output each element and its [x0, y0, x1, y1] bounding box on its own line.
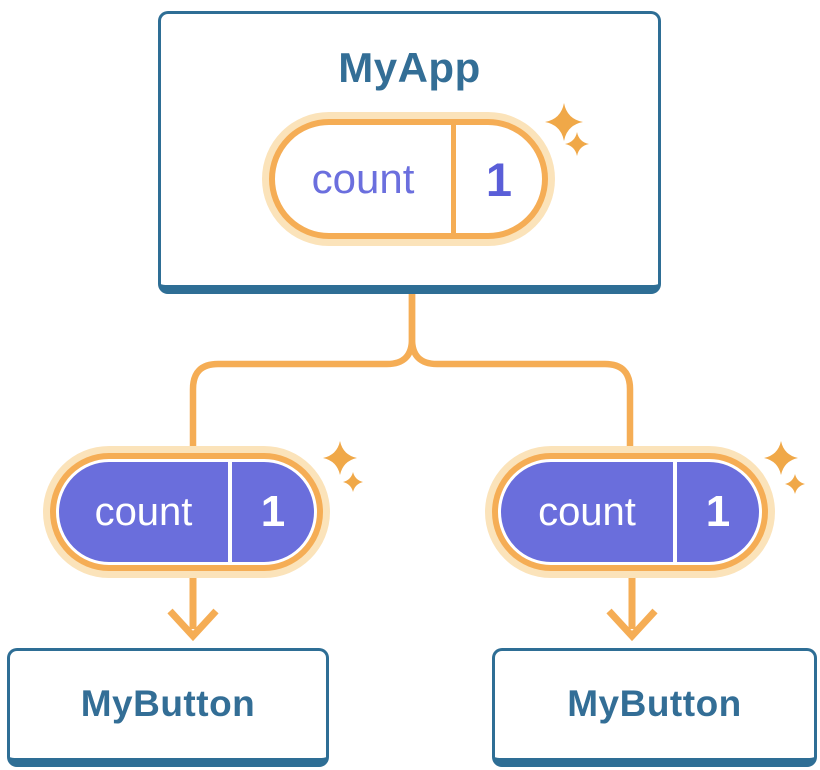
connector-branch-right — [408, 288, 634, 447]
state-pill: count 1 — [485, 446, 775, 578]
arrow-down-icon — [167, 577, 219, 642]
state-name: count — [94, 490, 193, 534]
state-name: count — [538, 490, 636, 534]
component-title: MyApp — [338, 44, 481, 91]
child-component-card: MyButton — [492, 648, 817, 767]
sparkle-icon — [764, 441, 805, 494]
connector-branch-left — [189, 288, 416, 447]
child-component-card: MyButton — [7, 648, 329, 767]
state-pill-body: count 1 — [269, 119, 548, 239]
state-value: 1 — [705, 487, 731, 536]
state-divider — [451, 125, 456, 233]
component-title: MyButton — [567, 683, 742, 725]
component-title: MyButton — [80, 683, 256, 725]
state-pill-body: count 1 — [56, 459, 317, 565]
state-divider — [673, 462, 677, 562]
state-pill-body: count 1 — [498, 459, 762, 565]
state-pill: count 1 — [43, 446, 330, 578]
sparkle-icon — [323, 441, 363, 492]
state-pill: count 1 — [262, 112, 555, 246]
state-name: count — [311, 155, 415, 202]
arrow-down-icon — [606, 577, 658, 642]
state-value: 1 — [260, 487, 286, 536]
state-divider — [228, 462, 232, 562]
state-value: 1 — [485, 152, 513, 206]
